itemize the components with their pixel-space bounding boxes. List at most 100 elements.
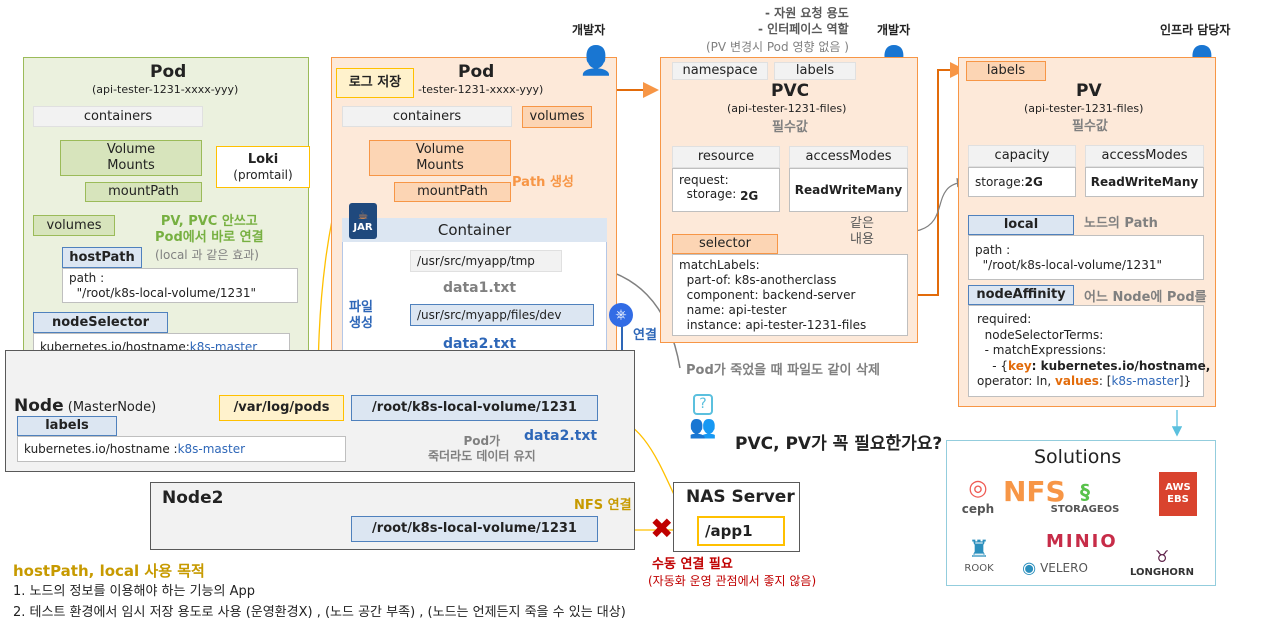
loki-subtitle: (promtail) <box>233 167 293 182</box>
pvc-resource-body: request: storage: 2G <box>672 168 780 212</box>
left-host-path: hostPath <box>62 247 142 268</box>
mid-containers: containers <box>342 106 512 127</box>
pvc-selector: selector <box>672 234 778 254</box>
node-labels-body: kubernetes.io/hostname : k8s-master <box>17 436 346 462</box>
rook-logo-icon: ♜ROOK <box>964 534 994 575</box>
left-pod-title: Pod <box>150 62 187 82</box>
mid-volume-mounts: Volume Mounts <box>369 140 511 176</box>
pod-delete-note: Pod가 죽었을 때 파일도 같이 삭제 <box>686 363 880 378</box>
left-containers: containers <box>33 106 203 127</box>
pvc-access-value: ReadWriteMany <box>789 168 908 212</box>
node-root-path: /root/k8s-local-volume/1231 <box>351 395 598 421</box>
purpose-line-2: 2. 테스트 환경에서 임시 저장 용도로 사용 (운영환경X) , (노드 공… <box>13 605 626 620</box>
question-icon: ? 👥 <box>689 394 717 441</box>
minio-logo-icon: MINIO <box>1046 531 1118 552</box>
pvc-title: PVC <box>771 81 810 101</box>
nas-path: /app1 <box>697 516 785 546</box>
left-path-text: path : "/root/k8s-local-volume/1231" <box>62 268 298 303</box>
nfs-logo-icon: NFS <box>1003 475 1066 508</box>
pv-capacity: capacity <box>968 145 1076 167</box>
na-line-3: - matchExpressions: <box>977 343 1107 358</box>
question-text: PVC, PV가 꼭 필요한가요? <box>735 434 943 454</box>
pv-title: PV <box>1076 81 1102 101</box>
node-label-key: kubernetes.io/hostname : <box>24 441 178 456</box>
node-label-val: k8s-master <box>177 441 246 456</box>
pv-labels: labels <box>966 61 1046 81</box>
files-path: /usr/src/myapp/files/dev <box>410 304 594 326</box>
purpose-title: hostPath, local 사용 목적 <box>13 562 205 580</box>
left-mount-path: mountPath <box>85 182 202 202</box>
developer-icon: 👤 <box>578 44 614 78</box>
pvc-same-label: 같은 내용 <box>850 216 874 248</box>
jar-label: JAR <box>353 222 373 234</box>
node2-title: Node2 <box>162 488 224 508</box>
pv-access-modes: accessModes <box>1085 145 1204 167</box>
loki-box: Loki (promtail) <box>216 146 310 188</box>
mid-pod-subtitle: -tester-1231-xxxx-yyy) <box>418 83 544 96</box>
storageos-logo-icon: §STORAGEOS <box>1050 480 1120 515</box>
pvc-labels: labels <box>774 62 856 80</box>
left-volumes: volumes <box>33 215 115 236</box>
left-pv-note: PV, PVC 안쓰고 Pod에서 바로 연결 <box>155 214 264 246</box>
longhorn-logo-icon: ♉LONGHORN <box>1129 547 1195 578</box>
pv-node-affinity-body: required: nodeSelectorTerms: - matchExpr… <box>968 305 1211 397</box>
purpose-line-1: 1. 노드의 정보를 이용해야 하는 기능의 App <box>13 584 255 599</box>
node-labels: labels <box>17 416 117 436</box>
jar-icon: ☕ JAR <box>349 203 377 239</box>
k8s-icon: ⎈ <box>609 303 633 327</box>
node-title-text: Node <box>14 396 64 416</box>
left-pod-subtitle: (api-tester-1231-xxxx-yyy) <box>92 83 239 96</box>
na-line-4: - {key: kubernetes.io/hostname, <box>977 358 1211 373</box>
pv-access-value: ReadWriteMany <box>1085 167 1204 197</box>
pv-node-affinity: nodeAffinity <box>968 285 1074 305</box>
na-line-2: nodeSelectorTerms: <box>977 327 1104 342</box>
container-header: Container <box>342 218 607 242</box>
nfs-connect-label: NFS 연결 <box>574 498 632 513</box>
left-pv-note-sub: (local 과 같은 효과) <box>155 248 259 262</box>
na-line-1: required: <box>977 312 1032 326</box>
file-create-label: 파일 생성 <box>349 300 373 332</box>
pvc-note-3: (PV 변경시 Pod 영향 없음 ) <box>706 40 849 54</box>
log-save-box: 로그 저장 <box>336 68 414 98</box>
node-data2: data2.txt <box>524 428 598 444</box>
connect-label: 연결 <box>633 328 657 343</box>
pvc-required: 필수값 <box>772 120 808 135</box>
pvc-resource: resource <box>672 146 780 168</box>
loki-title: Loki <box>247 152 279 167</box>
node-title: Node (MasterNode) <box>14 396 156 417</box>
tmp-path: /usr/src/myapp/tmp <box>410 250 562 272</box>
node-subtitle: (MasterNode) <box>63 400 157 415</box>
pv-required: 필수값 <box>1072 119 1108 134</box>
manual-sub: (자동화 운영 관점에서 좋지 않음) <box>648 574 817 588</box>
mid-mount-path: mountPath <box>394 182 511 202</box>
pvc-namespace: namespace <box>672 62 768 80</box>
selector-pv-arrow <box>908 62 966 296</box>
node2-root-path: /root/k8s-local-volume/1231 <box>351 516 598 542</box>
pvc-resource-value: 2G <box>740 188 759 203</box>
solutions-title: Solutions <box>1034 446 1122 468</box>
pv-local: local <box>968 215 1074 235</box>
node-survive-note: Pod가 죽더라도 데이터 유지 <box>428 434 536 463</box>
manual-title: 수동 연결 필요 <box>652 557 733 572</box>
pvc-subtitle: (api-tester-1231-files) <box>727 102 847 115</box>
mid-pod-title: Pod <box>458 62 495 82</box>
developer-role-label-2: 개발자 <box>877 23 911 37</box>
pvc-note-2: - 인터페이스 역할 <box>758 22 849 36</box>
pvc-resource-text: request: storage: <box>679 173 737 202</box>
mid-volumes: volumes <box>522 106 592 128</box>
developer-role-label: 개발자 <box>572 23 606 37</box>
var-log-pods: /var/log/pods <box>219 395 344 421</box>
left-node-selector: nodeSelector <box>33 312 168 333</box>
pvc-access-modes: accessModes <box>789 146 908 168</box>
infra-role-label: 인프라 담당자 <box>1160 23 1231 37</box>
pv-capacity-value: 2G <box>1024 174 1043 189</box>
data1-file: data1.txt <box>443 280 517 296</box>
path-create-label: Path 생성 <box>512 175 574 190</box>
pvc-note-1: - 자원 요청 용도 <box>765 6 849 20</box>
pvc-selector-body: matchLabels: part-of: k8s-anotherclass c… <box>672 254 908 336</box>
pv-capacity-text: storage: <box>975 174 1025 189</box>
x-mark-icon: ✖ <box>650 512 674 545</box>
nas-title: NAS Server <box>686 487 795 507</box>
velero-logo-icon: ◉VELERO <box>1022 558 1088 578</box>
